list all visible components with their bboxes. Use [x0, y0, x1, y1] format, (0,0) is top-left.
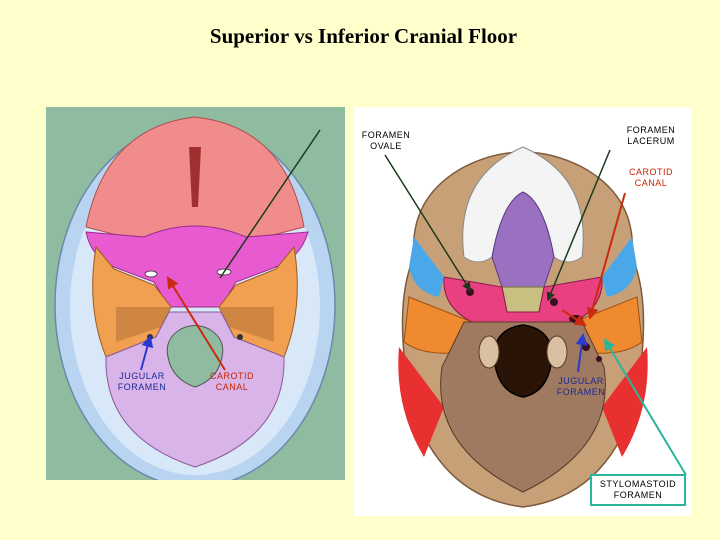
right-jugular-label: JUGULAR FORAMEN — [556, 376, 606, 397]
lacerum-label: FORAMEN LACERUM — [626, 125, 676, 146]
slide-title: Superior vs Inferior Cranial Floor — [209, 24, 518, 48]
left-jugular-label: JUGULAR FORAMEN — [117, 371, 167, 392]
ovale-label: FORAMEN OVALE — [361, 130, 411, 151]
superior-cranial-floor-image — [46, 107, 345, 480]
left-carotid-label: CAROTID CANAL — [210, 371, 254, 392]
stylomastoid-label: STYLOMASTOID FORAMEN — [590, 474, 686, 506]
right-carotid-label: CAROTID CANAL — [629, 167, 673, 188]
